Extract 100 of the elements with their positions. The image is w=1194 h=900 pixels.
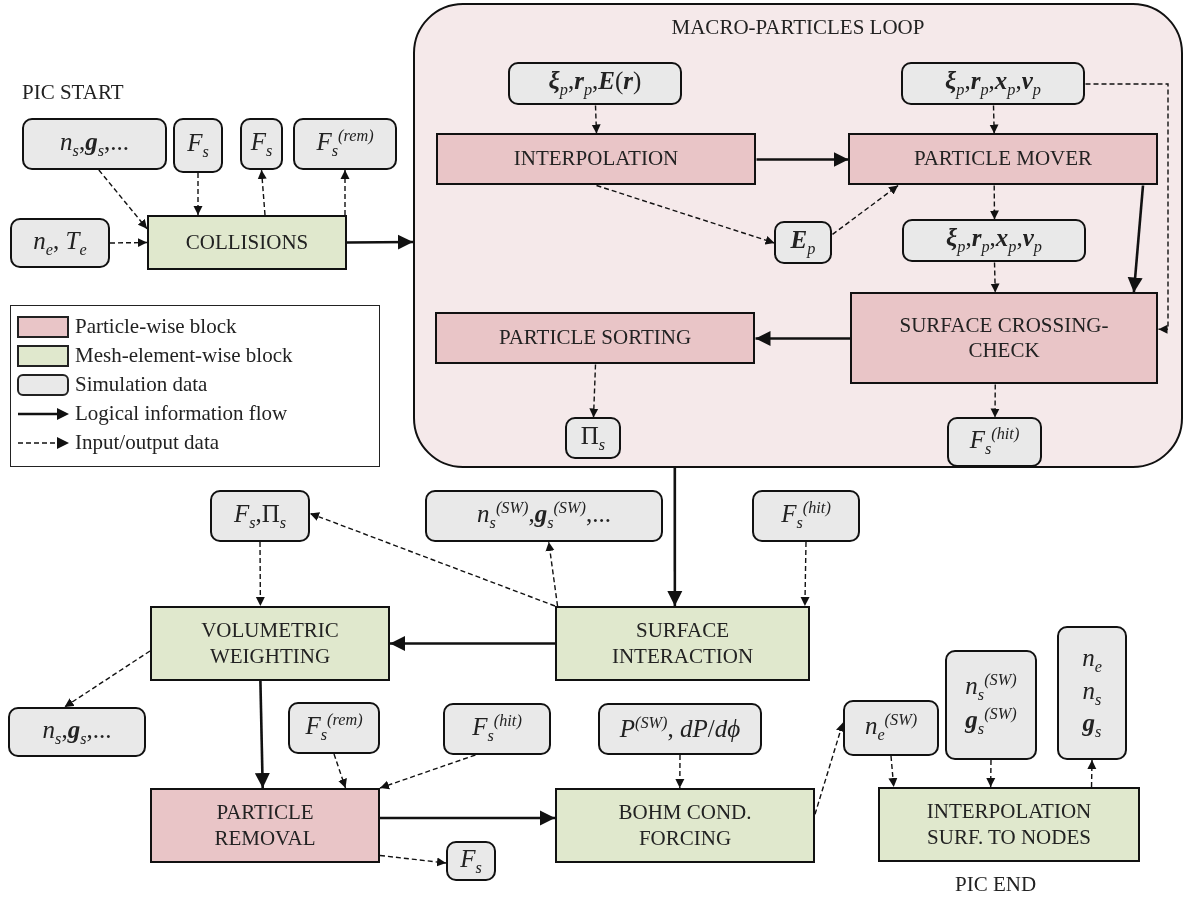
math-label: ξ$_{p}$,r$_{p}$,E(r) <box>548 67 642 100</box>
dashed-arrow <box>1087 759 1097 788</box>
data-box <box>843 700 939 756</box>
process-box <box>555 788 815 863</box>
legend-label: Input/output data <box>75 430 220 455</box>
dashed-arrow <box>989 104 999 135</box>
dashed-arrow <box>800 541 810 607</box>
dashed-arrow <box>589 363 599 419</box>
data-box <box>425 490 663 542</box>
dashed-arrow <box>193 172 203 216</box>
loop-title: MACRO-PARTICLES LOOP <box>671 15 925 40</box>
block-label: INTERPOLATION <box>513 146 679 172</box>
dashed-arrow <box>309 512 556 607</box>
block-label: SURFACE INTERACTION <box>610 618 755 669</box>
dashed-arrow <box>831 184 899 236</box>
data-box <box>774 221 832 264</box>
data-box <box>446 841 496 881</box>
data-box <box>10 218 110 268</box>
data-box <box>210 490 310 542</box>
block-label: COLLISIONS <box>185 229 309 256</box>
process-box <box>848 133 1158 185</box>
block-label: PARTICLE MOVER <box>913 146 1093 172</box>
math-label: ξ$_{p}$,r$_{p}$,x$_{p}$,v$_{p}$ <box>945 67 1041 100</box>
process-box <box>147 215 347 270</box>
dashed-arrow <box>98 169 148 230</box>
block-label: VOLUMETRIC WEIGHTING <box>200 618 340 669</box>
dashed-arrow <box>986 759 996 788</box>
data-box <box>173 118 223 173</box>
math-label: F$_{s}$ <box>460 844 482 878</box>
block-label: PARTICLE SORTING <box>498 325 692 351</box>
math-label: g$_{s}$ <box>1082 709 1102 743</box>
dashed-arrow <box>255 541 265 607</box>
dashed-arrow <box>591 104 601 135</box>
process-box <box>850 292 1158 384</box>
arrow <box>755 331 851 346</box>
block-label: BOHM COND. FORCING <box>617 800 753 851</box>
math-label: n$_{s}$,g$_{s}$,... <box>60 127 129 161</box>
dashed-arrow <box>814 721 845 815</box>
legend-label: Logical information flow <box>75 401 288 426</box>
block-label: PARTICLE REMOVAL <box>213 800 317 851</box>
data-box <box>598 703 762 755</box>
math-label: F$_{s}$,Π$_{s}$ <box>233 499 287 533</box>
dashed-arrow <box>990 383 1000 419</box>
block-label: INTERPOLATION SURF. TO NODES <box>925 799 1093 850</box>
legend-label: Particle-wise block <box>75 314 237 339</box>
math-label: n$_{s}$ <box>1082 676 1102 710</box>
math-label: Π$_{s}$ <box>580 421 606 455</box>
math-label: P$^{(SW)}$, dP/dϕ <box>619 713 741 745</box>
arrow <box>347 234 413 250</box>
loop-container <box>413 3 1183 468</box>
math-label: F$_{s}$ <box>250 127 273 161</box>
dashed-arrow <box>595 184 776 245</box>
dashed-arrow <box>675 754 685 789</box>
dashed-arrow <box>257 169 267 216</box>
math-label: E$_{p}$ <box>790 226 816 259</box>
dashed-arrow <box>63 650 151 708</box>
dashed-arrow <box>990 261 1000 294</box>
legend-label: Mesh-element-wise block <box>75 343 293 368</box>
dashed-arrow <box>989 184 999 221</box>
dashed-arrow <box>1084 83 1169 334</box>
process-box <box>436 133 756 185</box>
data-box <box>240 118 283 170</box>
data-box <box>1057 626 1127 760</box>
process-box <box>555 606 810 681</box>
arrow <box>756 152 849 167</box>
data-box <box>8 707 146 757</box>
data-box <box>902 219 1086 262</box>
dashed-arrow <box>888 755 898 788</box>
data-box <box>288 702 380 754</box>
process-box <box>435 312 755 364</box>
arrow <box>390 636 555 651</box>
process-box <box>878 787 1140 862</box>
math-label: n$_{e}$ <box>1082 643 1102 677</box>
arrow <box>254 680 270 789</box>
data-box <box>901 62 1085 105</box>
math-label: ξ$_{p}$,r$_{p}$,x$_{p}$,v$_{p}$ <box>946 224 1042 257</box>
arrow <box>667 468 683 606</box>
math-label: n$_{s}$$^{(SW)}$,g$_{s}$$^{(SW)}$,... <box>477 499 611 533</box>
math-label: n$_{e}$, T$_{e}$ <box>33 226 87 260</box>
data-box <box>752 490 860 542</box>
arrow <box>380 810 555 826</box>
dashed-arrow <box>379 754 477 790</box>
data-box <box>22 118 167 170</box>
data-box <box>945 650 1037 760</box>
data-box <box>443 703 551 755</box>
arrow <box>1127 185 1145 293</box>
math-label: F$_{s}$ <box>187 129 209 162</box>
block-label: SURFACE CROSSING-CHECK <box>899 312 1109 364</box>
dashed-arrow <box>545 541 559 607</box>
legend-label: Simulation data <box>75 372 208 397</box>
dashed-arrow <box>340 169 350 216</box>
dashed-arrow <box>109 238 148 248</box>
data-box <box>293 118 397 170</box>
data-box <box>947 417 1042 467</box>
caption-text: PIC START <box>22 80 124 105</box>
math-label: n$_{s}$,g$_{s}$,... <box>42 715 112 749</box>
data-box <box>508 62 682 105</box>
dashed-arrow <box>333 753 347 789</box>
process-box <box>150 788 380 863</box>
caption-text: PIC END <box>955 872 1037 897</box>
